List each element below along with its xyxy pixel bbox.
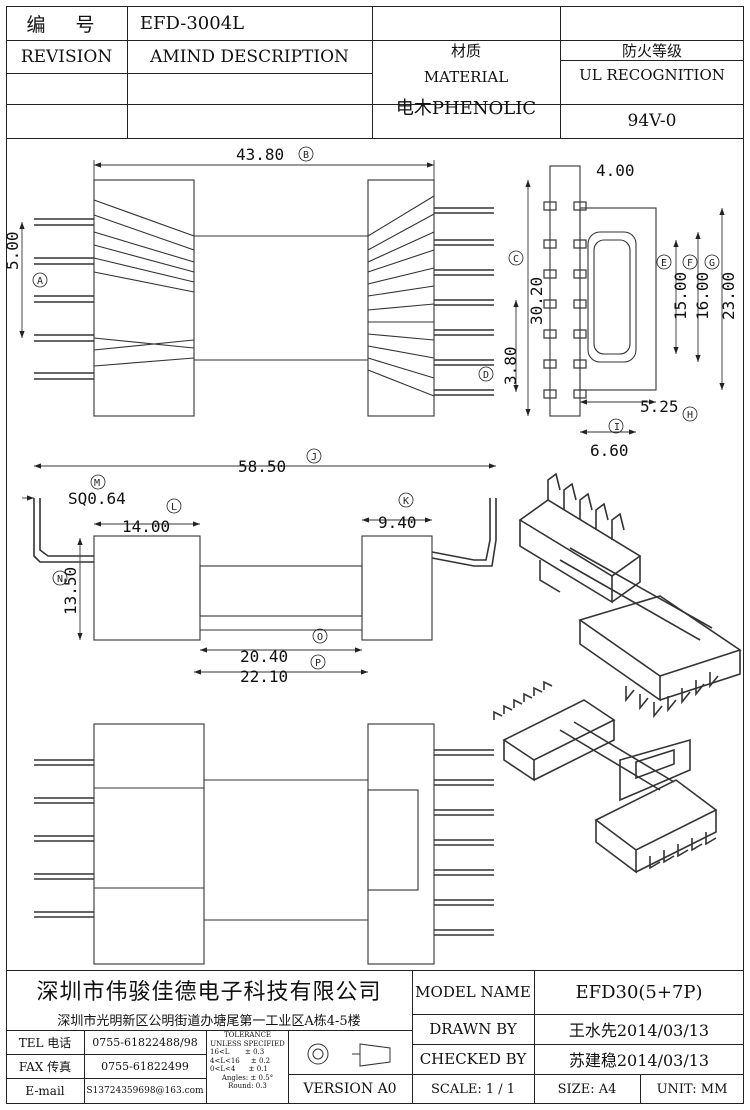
material-cn: 材质 — [450, 41, 481, 60]
tolerance-line-5: Round: 0.3 — [228, 1082, 267, 1090]
marker-k: K — [398, 492, 414, 508]
svg-text:J: J — [311, 452, 317, 463]
svg-text:M: M — [94, 478, 100, 489]
middle-view — [33, 498, 497, 641]
svg-text:F: F — [687, 258, 693, 269]
ul-value: 94V-0 — [627, 111, 677, 131]
marker-d: D — [478, 366, 494, 382]
dim-a-pitch: 5.00 — [3, 231, 22, 270]
version-label: VERSION A0 — [303, 1081, 397, 1097]
company-address: 深圳市光明新区公明街道办塘尾第一工业区A栋4-5楼 — [57, 1013, 361, 1029]
svg-text:G: G — [709, 258, 715, 269]
marker-n: N — [52, 570, 68, 586]
tolerance-title: TOLERANCE UNLESS SPECIFIED — [210, 1031, 285, 1048]
dim-o: 20.40 — [240, 647, 288, 666]
dim-n: 13.50 — [61, 567, 80, 615]
svg-text:P: P — [315, 658, 321, 669]
front-view — [34, 179, 494, 417]
isometric-view-top — [518, 472, 742, 719]
dim-g: 23.00 — [719, 272, 738, 320]
dim-l: 14.00 — [122, 517, 170, 536]
dim-k: 9.40 — [378, 513, 417, 532]
fax-label: FAX 传真 — [18, 1059, 72, 1074]
model-label: MODEL NAME — [415, 983, 531, 1001]
model-value: EFD30(5+7P) — [575, 981, 703, 1003]
svg-text:E: E — [661, 258, 667, 269]
tolerance-line-2: 4<L<16 ± 0.2 — [210, 1056, 271, 1065]
marker-j: J — [306, 448, 322, 464]
tel-label: TEL 电话 — [18, 1035, 72, 1050]
svg-text:H: H — [687, 410, 693, 421]
svg-text:C: C — [513, 254, 519, 265]
tolerance-line-1: 16<L ± 0.3 — [210, 1048, 265, 1056]
dim-top-right: 4.00 — [596, 161, 635, 180]
unit-label: UNIT: MM — [656, 1081, 728, 1097]
dim-i: 6.60 — [590, 441, 629, 460]
amend-label: AMIND DESCRIPTION — [150, 46, 349, 67]
material-value: 电木PHENOLIC — [395, 98, 537, 119]
part-number: EFD-3004L — [139, 12, 245, 34]
dim-f: 16.00 — [693, 272, 712, 320]
marker-e: E — [656, 254, 672, 270]
email-label: E-mail — [25, 1084, 65, 1098]
svg-text:A: A — [37, 276, 43, 287]
isometric-view-bottom — [493, 680, 718, 874]
dim-h: 5.25 — [640, 397, 679, 416]
email-value: S13724359698@163.com — [86, 1086, 204, 1096]
drawn-label: DRAWN BY — [429, 1020, 517, 1038]
checked-value: 苏建稳2014/03/13 — [568, 1051, 710, 1070]
part-label: 编 号 — [26, 13, 107, 36]
marker-l: L — [166, 498, 182, 514]
marker-p: P — [310, 654, 326, 670]
svg-text:K: K — [403, 496, 409, 507]
marker-h: H — [682, 406, 698, 422]
dim-p: 22.10 — [240, 667, 288, 686]
dim-c-height: 30.20 — [527, 277, 546, 325]
scale-label: SCALE: 1 / 1 — [430, 1081, 516, 1097]
tolerance-line-3: 0<L<4 ± 0.1 — [210, 1065, 268, 1073]
projection-symbol — [307, 1043, 391, 1067]
dimension-lines — [19, 160, 725, 675]
ul-en: UL RECOGNITION — [579, 66, 725, 84]
dim-e: 15.00 — [671, 272, 690, 320]
marker-b: B — [298, 146, 314, 162]
material-en: MATERIAL — [423, 68, 509, 86]
tel-value: 0755-61822488/98 — [92, 1035, 198, 1049]
revision-label: REVISION — [20, 46, 113, 67]
marker-f: F — [682, 254, 698, 270]
svg-text:L: L — [171, 502, 177, 513]
marker-i: I — [608, 418, 624, 434]
bottom-view — [34, 723, 494, 965]
tolerance-box: TOLERANCE UNLESS SPECIFIED 16<L ± 0.3 4<… — [207, 1030, 288, 1104]
marker-a: A — [32, 272, 48, 288]
dim-m-sq: SQ0.64 — [68, 489, 126, 508]
dim-j-width: 58.50 — [238, 457, 286, 476]
fax-value: 0755-61822499 — [101, 1059, 189, 1073]
dim-b-width: 43.80 — [236, 145, 284, 164]
tolerance-line-4: Angles: ± 0.5° — [221, 1073, 274, 1082]
svg-text:N: N — [57, 574, 63, 585]
size-label: SIZE: A4 — [557, 1081, 617, 1097]
svg-text:O: O — [317, 632, 323, 643]
ul-cn: 防火等级 — [621, 41, 682, 60]
company-name: 深圳市伟骏佳德电子科技有限公司 — [36, 980, 382, 1005]
dim-d-gap: 3.80 — [501, 346, 520, 385]
checked-label: CHECKED BY — [419, 1050, 527, 1068]
drawing-frame — [6, 6, 744, 1104]
marker-o: O — [312, 628, 328, 644]
marker-g: G — [704, 254, 720, 270]
svg-text:D: D — [483, 370, 489, 381]
svg-text:B: B — [303, 150, 309, 161]
side-view — [543, 165, 657, 417]
svg-text:I: I — [614, 422, 620, 433]
drawn-value: 王水先2014/03/13 — [568, 1021, 710, 1040]
marker-m: M — [90, 474, 106, 490]
marker-c: C — [508, 250, 524, 266]
